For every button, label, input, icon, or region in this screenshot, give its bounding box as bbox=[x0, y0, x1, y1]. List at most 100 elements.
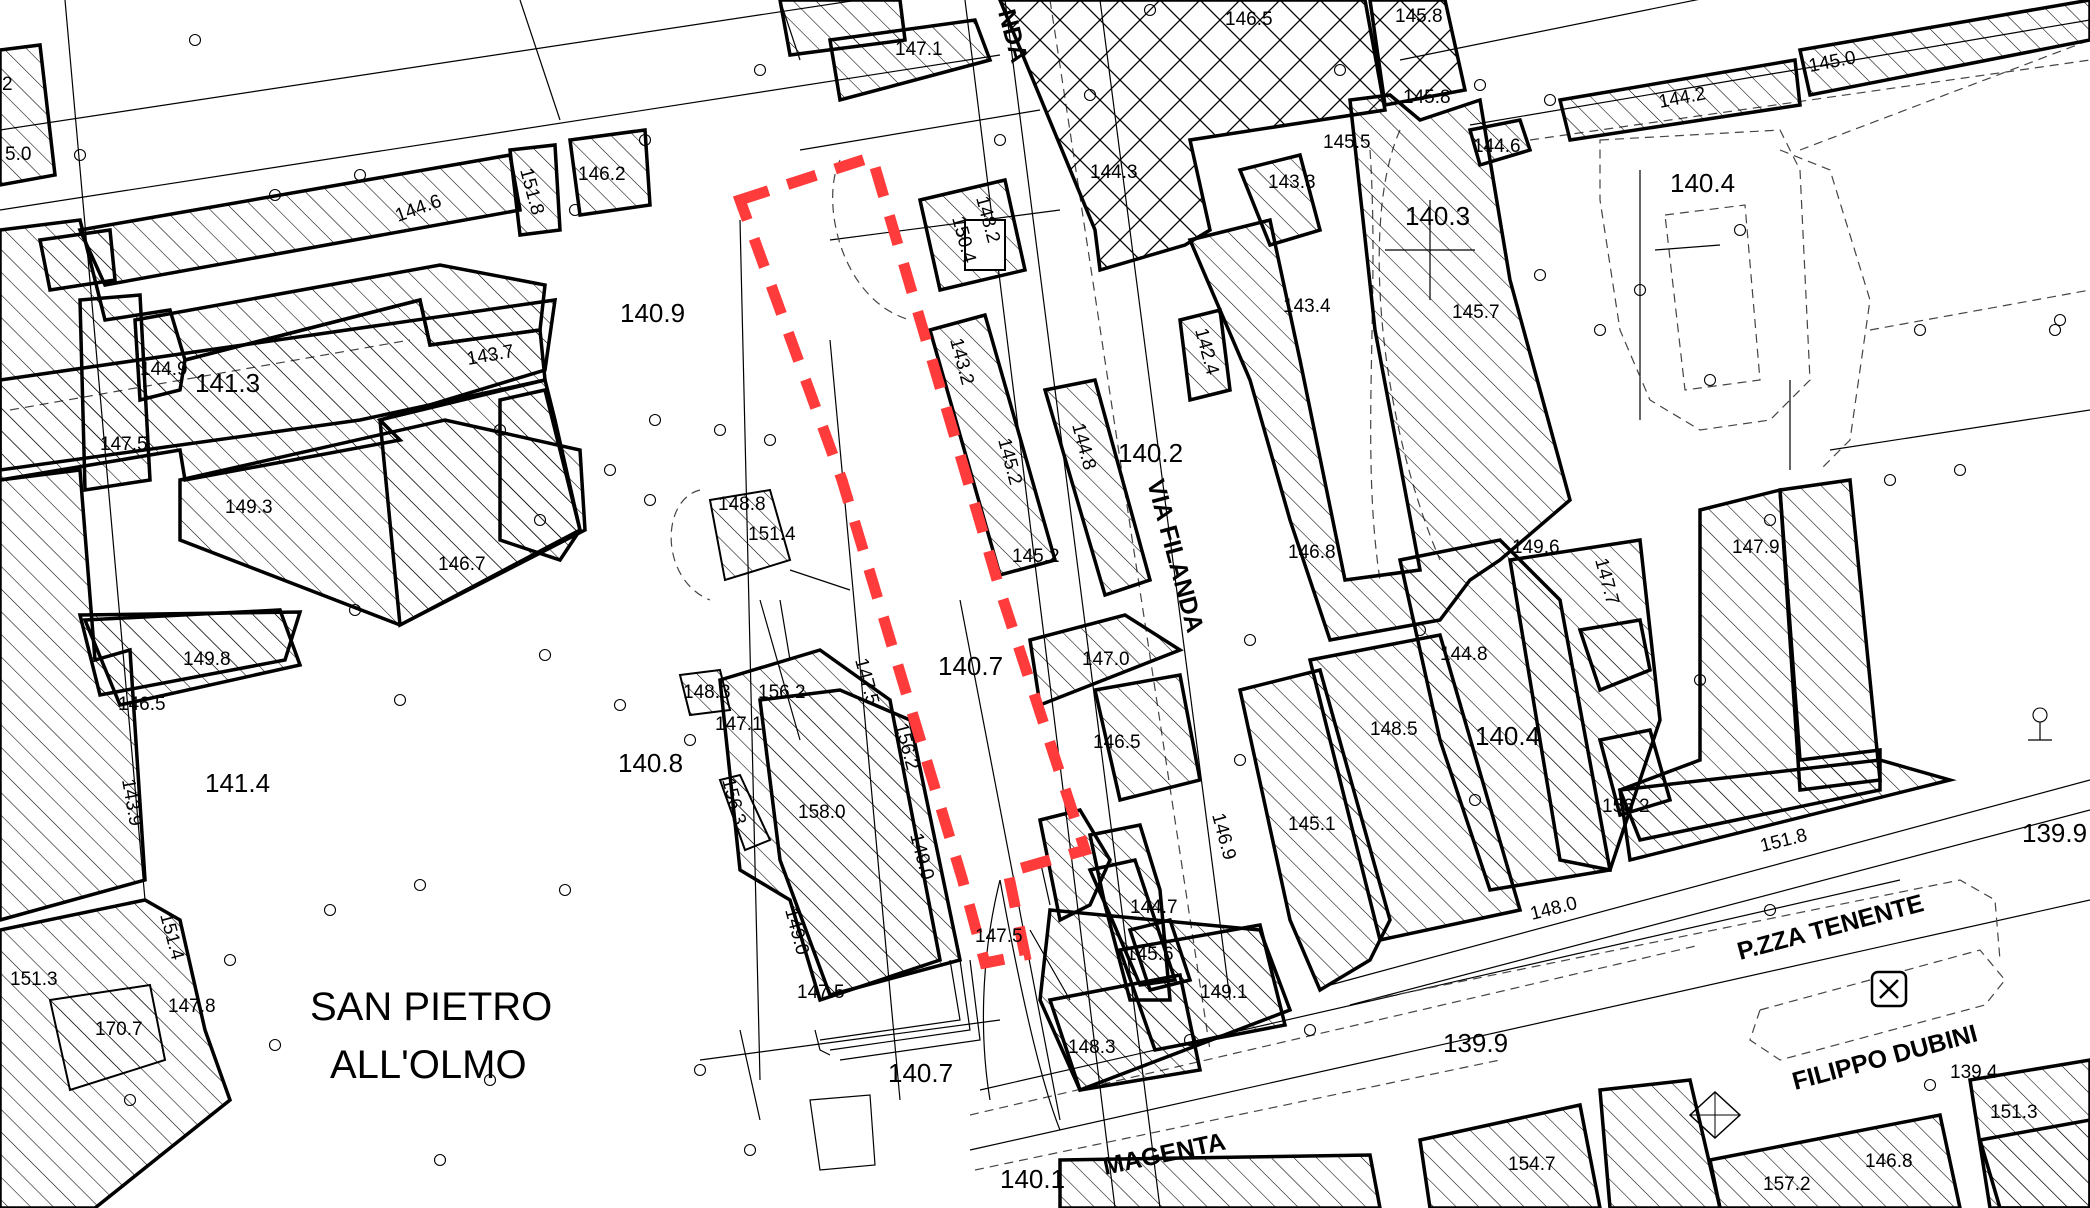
survey-point bbox=[268, 188, 282, 202]
street-piazza-line2: FILIPPO DUBINI bbox=[1789, 1019, 1980, 1095]
survey-point bbox=[493, 423, 507, 437]
survey-point bbox=[348, 603, 362, 617]
ground-elevation: 140.7 bbox=[938, 651, 1003, 681]
survey-point bbox=[763, 433, 777, 447]
survey-point bbox=[538, 648, 552, 662]
building-height: 148.3 bbox=[1068, 1037, 1116, 1058]
survey-point bbox=[483, 1073, 497, 1087]
building-height: 144.8 bbox=[1440, 644, 1488, 665]
building-height: 147.1 bbox=[895, 39, 943, 60]
building-height: 151.3 bbox=[10, 969, 58, 990]
building-height: 151.4 bbox=[748, 524, 796, 545]
survey-point bbox=[73, 148, 87, 162]
building-height: 146.2 bbox=[578, 164, 626, 185]
survey-point bbox=[713, 423, 727, 437]
building-height: 147.0 bbox=[1082, 649, 1130, 670]
building-height: 145.5 bbox=[1323, 132, 1371, 153]
survey-point bbox=[743, 1143, 757, 1157]
survey-point bbox=[558, 883, 572, 897]
building-height: 147.5 bbox=[100, 434, 148, 455]
building-height: 148.3 bbox=[683, 682, 731, 703]
building-height: 147.9 bbox=[1732, 537, 1780, 558]
building-height: 170.7 bbox=[95, 1019, 143, 1040]
ground-elevation: 140.8 bbox=[618, 748, 683, 778]
survey-point bbox=[1473, 78, 1487, 92]
building-height: 146.9 bbox=[1207, 811, 1240, 862]
survey-point bbox=[1763, 903, 1777, 917]
building-height: 143.4 bbox=[1283, 296, 1331, 317]
building-height: 147.8 bbox=[168, 996, 216, 1017]
building-height: 144.3 bbox=[1090, 162, 1138, 183]
building-height: 145.6 bbox=[1126, 944, 1174, 965]
ground-elevation: 140.9 bbox=[620, 298, 685, 328]
building-height: 148.8 bbox=[718, 494, 766, 515]
ground-elevation: 140.7 bbox=[888, 1058, 953, 1088]
survey-point bbox=[753, 63, 767, 77]
building-height: 147.5 bbox=[797, 982, 845, 1003]
survey-point bbox=[1533, 268, 1547, 282]
survey-point bbox=[188, 33, 202, 47]
survey-point bbox=[1083, 88, 1097, 102]
survey-point bbox=[413, 878, 427, 892]
survey-point bbox=[1543, 93, 1557, 107]
building-height: 151.3 bbox=[1990, 1102, 2038, 1123]
building-height: 158.0 bbox=[798, 802, 846, 823]
building-height: 149.8 bbox=[183, 649, 231, 670]
building-height: 146.8 bbox=[1865, 1151, 1913, 1172]
ground-elevation: 140.3 bbox=[1405, 201, 1470, 231]
building-height: 144.7 bbox=[1130, 897, 1178, 918]
survey-point bbox=[693, 1063, 707, 1077]
building-height: 145.7 bbox=[1452, 302, 1500, 323]
building-height: 147.5 bbox=[975, 926, 1023, 947]
ground-elevation: 140.2 bbox=[1118, 438, 1183, 468]
building-height: 146.7 bbox=[438, 554, 486, 575]
survey-point bbox=[1913, 323, 1927, 337]
building-height: 149.3 bbox=[225, 497, 273, 518]
survey-point bbox=[1333, 63, 1347, 77]
survey-point bbox=[1303, 1023, 1317, 1037]
survey-point bbox=[393, 693, 407, 707]
ground-elevation: 141.3 bbox=[195, 368, 260, 398]
building-height: 146.5 bbox=[1225, 9, 1273, 30]
building-height: 156.2 bbox=[1602, 796, 1650, 817]
survey-point bbox=[323, 903, 337, 917]
survey-point bbox=[2048, 323, 2062, 337]
street-piazza-line1: P.ZZA TENENTE bbox=[1734, 889, 1926, 966]
ground-elevation: 140.4 bbox=[1670, 168, 1735, 198]
place-name-line2: ALL'OLMO bbox=[330, 1043, 527, 1087]
survey-point bbox=[533, 513, 547, 527]
survey-point bbox=[648, 413, 662, 427]
survey-point bbox=[1693, 673, 1707, 687]
survey-point bbox=[1923, 1078, 1937, 1092]
survey-point bbox=[1143, 3, 1157, 17]
survey-point bbox=[638, 133, 652, 147]
building-height: 144.6 bbox=[1473, 136, 1521, 157]
building-height: 149.1 bbox=[1200, 982, 1248, 1003]
building-height: 143.3 bbox=[1268, 172, 1316, 193]
survey-point bbox=[1883, 473, 1897, 487]
survey-point bbox=[568, 203, 582, 217]
survey-point bbox=[1953, 463, 1967, 477]
survey-point bbox=[433, 1153, 447, 1167]
survey-point bbox=[993, 133, 1007, 147]
building-height: 145.2 bbox=[1012, 546, 1060, 567]
ground-elevation: 141.4 bbox=[205, 768, 270, 798]
survey-point bbox=[268, 1038, 282, 1052]
survey-point bbox=[1703, 373, 1717, 387]
survey-point bbox=[2053, 313, 2067, 327]
building-height: 148.5 bbox=[1370, 719, 1418, 740]
building-height: 139.4 bbox=[1950, 1062, 1998, 1083]
ground-elevation: 139.9 bbox=[2022, 818, 2087, 848]
survey-point bbox=[353, 168, 367, 182]
building-height: 146.5 bbox=[118, 694, 166, 715]
building-height: 144.9 bbox=[140, 359, 188, 380]
survey-point bbox=[1233, 753, 1247, 767]
survey-point bbox=[1733, 223, 1747, 237]
building-height: 146.5 bbox=[1093, 732, 1141, 753]
survey-point bbox=[603, 463, 617, 477]
building-height: 2 bbox=[2, 74, 13, 95]
survey-point bbox=[683, 733, 697, 747]
survey-point bbox=[1413, 623, 1427, 637]
street-via-filanda: VIA FILANDA bbox=[1141, 476, 1209, 635]
